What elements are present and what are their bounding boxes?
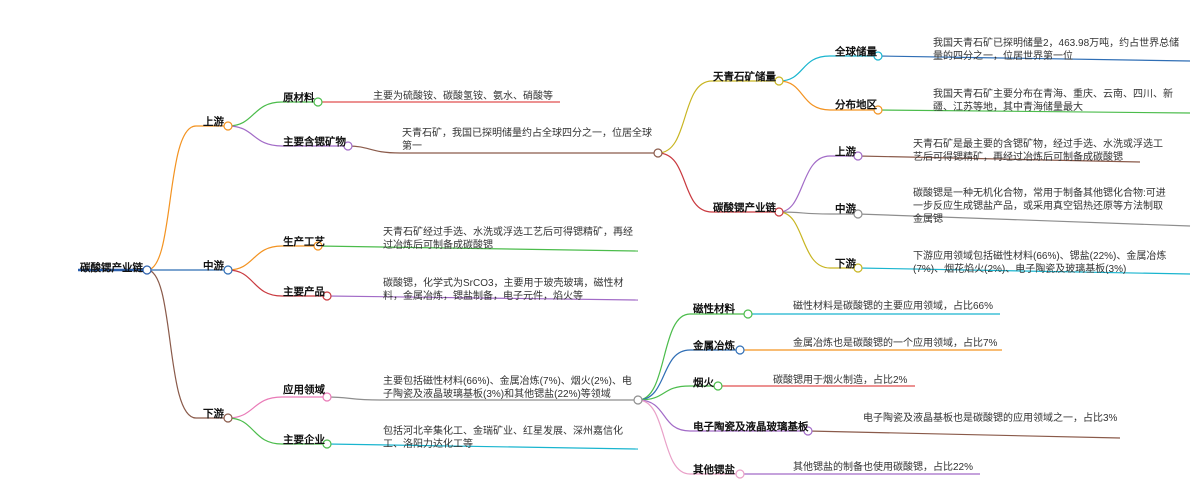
chain-down-label[interactable]: 下游 — [835, 258, 856, 270]
raw-text: 主要为硫酸铵、碳酸氢铵、氨水、硝酸等 — [373, 91, 553, 102]
raw-label[interactable]: 原材料 — [283, 92, 315, 104]
process-label[interactable]: 生产工艺 — [283, 236, 325, 248]
node-up[interactable] — [223, 121, 233, 131]
chain-mid-text: 碳酸锶是一种无机化合物，常用于制备其他锶化合物:可进一步反应生成锶盐产品，或采用… — [913, 188, 1166, 225]
edge-mineral-hub — [347, 145, 658, 154]
edge-app-ceramic — [637, 399, 808, 432]
app-text: 主要包括磁性材料(66%)、金属冶炼(7%)、烟火(2%)、电子陶瓷及液晶玻璃基… — [383, 376, 632, 400]
magnetic-text: 磁性材料是碳酸锶的主要应用领域，占比66% — [793, 301, 994, 312]
app-label[interactable]: 应用领域 — [283, 384, 325, 396]
edge-down-app — [227, 396, 327, 419]
node-down[interactable] — [223, 413, 233, 423]
node-metal[interactable] — [735, 345, 745, 355]
salt-text: 其他锶盐的制备也使用碳酸锶，占比22% — [793, 462, 974, 473]
node-company[interactable] — [322, 439, 332, 449]
global-text: 我国天青石矿已探明储量2，463.98万吨，约占世界总储量的四分之一，位居世界第… — [933, 38, 1180, 62]
edge-app-hub — [326, 396, 638, 401]
edge-product-text — [326, 295, 639, 301]
edge-chain-mid — [778, 211, 858, 215]
down-label[interactable]: 下游 — [203, 408, 224, 420]
node-chain[interactable] — [774, 207, 784, 217]
region-label[interactable]: 分布地区 — [835, 99, 877, 111]
node-product[interactable] — [322, 291, 332, 301]
edge-app-magnetic — [637, 313, 748, 401]
node-root[interactable] — [142, 265, 152, 275]
mineral-label[interactable]: 主要含锶矿物 — [283, 136, 346, 148]
node-app[interactable] — [322, 392, 332, 402]
node-magnetic[interactable] — [743, 309, 753, 319]
product-text: 碳酸锶，化学式为SrCO3，主要用于玻壳玻璃，磁性材料，金属冶炼，锶盐制备，电子… — [383, 278, 624, 302]
ceramic-text: 电子陶瓷及液晶基板也是碳酸锶的应用领域之一，占比3% — [863, 413, 1118, 424]
process-text: 天青石矿经过手选、水洗或浮选工艺后可得锶精矿，再经过冶炼后可制备成碳酸锶 — [383, 227, 633, 251]
metal-label[interactable]: 金属冶炼 — [693, 340, 735, 352]
node-reserve[interactable] — [774, 76, 784, 86]
edge-chain-up — [778, 155, 858, 213]
edge-reserve-global — [778, 55, 878, 82]
chain-up-label[interactable]: 上游 — [835, 146, 856, 158]
edge-reserve-region — [778, 80, 878, 111]
metal-text: 金属冶炼也是碳酸锶的一个应用领域，占比7% — [793, 338, 998, 349]
edge-mid-product — [227, 269, 327, 297]
company-text: 包括河北辛集化工、金瑞矿业、红星发展、深州嘉信化工、洛阳力达化工等 — [383, 426, 623, 450]
edge-chain-mid-text — [857, 213, 1191, 227]
node-region[interactable] — [873, 105, 883, 115]
node-firework[interactable] — [713, 381, 723, 391]
region-text: 我国天青石矿主要分布在青海、重庆、云南、四川、新疆、江苏等地，其中青海储量最大 — [933, 89, 1173, 113]
edge-app-salt — [637, 399, 740, 475]
ceramic-label[interactable]: 电子陶瓷及液晶玻璃基板 — [693, 421, 809, 433]
node-hub-app[interactable] — [633, 395, 643, 405]
edge-up-mineral — [227, 125, 348, 147]
node-raw[interactable] — [313, 97, 323, 107]
edge-root-down — [146, 269, 228, 419]
node-process[interactable] — [313, 241, 323, 251]
node-mid[interactable] — [223, 265, 233, 275]
node-chain-mid[interactable] — [853, 209, 863, 219]
edge-hub-reserve — [657, 80, 779, 154]
node-ceramic[interactable] — [803, 426, 813, 436]
node-hub-mineral[interactable] — [653, 148, 663, 158]
node-salt[interactable] — [735, 469, 745, 479]
salt-label[interactable]: 其他锶盐 — [693, 464, 735, 476]
edge-global-text — [877, 55, 1191, 62]
edge-region-text — [877, 109, 1191, 114]
edge-app-metal — [637, 349, 740, 401]
chain-mid-label[interactable]: 中游 — [835, 203, 856, 215]
global-label[interactable]: 全球储量 — [835, 46, 877, 58]
edge-root-up — [146, 125, 228, 271]
edge-ceramic-text — [807, 430, 1121, 439]
edge-process-text — [317, 245, 639, 252]
mid-label[interactable]: 中游 — [203, 260, 224, 272]
firework-label[interactable]: 烟火 — [693, 377, 714, 389]
edge-company-text — [326, 443, 639, 450]
edge-mid-process — [227, 245, 318, 271]
chain-up-text: 天青石矿是最主要的含锶矿物，经过手选、水洗或浮选工艺后可得锶精矿，再经过冶炼后可… — [913, 139, 1163, 163]
edge-chain-down — [778, 211, 858, 269]
firework-text: 碳酸锶用于烟火制造，占比2% — [773, 375, 908, 386]
node-global[interactable] — [873, 51, 883, 61]
edge-down-company — [227, 417, 327, 445]
magnetic-label[interactable]: 磁性材料 — [693, 303, 735, 315]
chain-down-text: 下游应用领域包括磁性材料(66%)、锶盐(22%)、金属冶炼(7%)、烟花焰火(… — [913, 251, 1167, 275]
edge-app-firework — [637, 385, 718, 401]
edge-up-raw — [227, 101, 318, 127]
edge-chain-up-text — [857, 155, 1141, 163]
company-label[interactable]: 主要企业 — [283, 434, 325, 446]
root-label[interactable]: 碳酸锶产业链 — [80, 262, 143, 274]
edge-chain-down-text — [857, 267, 1191, 275]
edge-hub-chain — [657, 152, 779, 213]
up-label[interactable]: 上游 — [203, 116, 224, 128]
product-label[interactable]: 主要产品 — [283, 286, 325, 298]
chain-label[interactable]: 碳酸锶产业链 — [713, 202, 776, 214]
node-chain-down[interactable] — [853, 263, 863, 273]
reserve-label[interactable]: 天青石矿储量 — [713, 71, 776, 83]
mineral-text: 天青石矿，我国已探明储量约占全球四分之一，位居全球第一 — [402, 128, 652, 152]
node-chain-up[interactable] — [853, 151, 863, 161]
node-mineral[interactable] — [343, 141, 353, 151]
